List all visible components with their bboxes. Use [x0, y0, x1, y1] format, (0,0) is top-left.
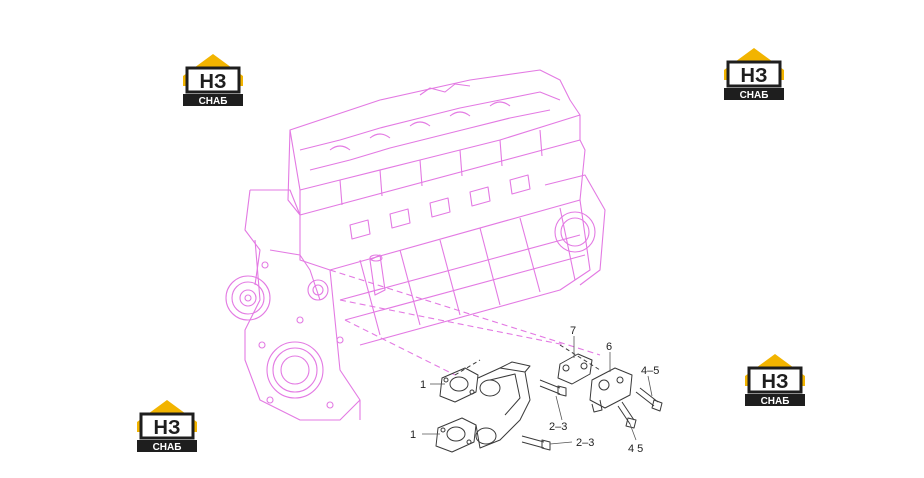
watermark-logo-top-left: НЗ СНАБ	[181, 50, 245, 108]
flange-part	[589, 367, 633, 413]
svg-text:НЗ: НЗ	[200, 71, 227, 93]
svg-text:СНАБ: СНАБ	[153, 442, 182, 453]
watermark-logo-top-right: НЗ СНАБ	[722, 44, 786, 102]
callout-2-3-lower: 2–3	[576, 437, 594, 449]
callout-2-3-upper: 2–3	[549, 421, 567, 433]
bolt-upper	[539, 379, 567, 397]
watermark-logo-icon: НЗ СНАБ	[745, 354, 805, 407]
callout-labels: 1 1 7 6 4–5 4 5 2–3 2–3	[410, 325, 659, 455]
watermark-logo-bottom-left: НЗ СНАБ	[135, 396, 199, 454]
callout-6: 6	[606, 341, 612, 353]
gasket-small	[557, 353, 593, 385]
callout-leaders	[422, 336, 653, 445]
watermark-logo-mid-right: НЗ СНАБ	[743, 350, 807, 408]
watermark-logo-icon: НЗ СНАБ	[183, 54, 243, 107]
bolt-4-5-upper	[635, 387, 663, 412]
svg-text:СНАБ: СНАБ	[740, 90, 769, 101]
svg-text:НЗ: НЗ	[741, 65, 768, 87]
watermark-logo-icon: НЗ СНАБ	[137, 400, 197, 453]
svg-text:НЗ: НЗ	[154, 417, 181, 439]
water-outlet-housing	[475, 361, 531, 449]
callout-4-5-upper: 4–5	[641, 365, 659, 377]
bolt-lower	[521, 435, 551, 451]
gasket-lower	[435, 417, 477, 453]
svg-text:СНАБ: СНАБ	[199, 96, 228, 107]
callout-1-lower: 1	[410, 429, 416, 441]
engine-block-outline	[225, 69, 606, 421]
callout-1-upper: 1	[420, 379, 426, 391]
svg-text:НЗ: НЗ	[762, 371, 789, 393]
gasket-upper	[439, 367, 479, 403]
callout-4-5-lower: 4 5	[628, 443, 643, 455]
bolt-4-5-lower	[617, 401, 637, 429]
watermark-logo-icon: НЗ СНАБ	[724, 48, 784, 101]
svg-text:СНАБ: СНАБ	[761, 396, 790, 407]
callout-7: 7	[570, 325, 576, 337]
exploded-parts	[435, 344, 663, 453]
